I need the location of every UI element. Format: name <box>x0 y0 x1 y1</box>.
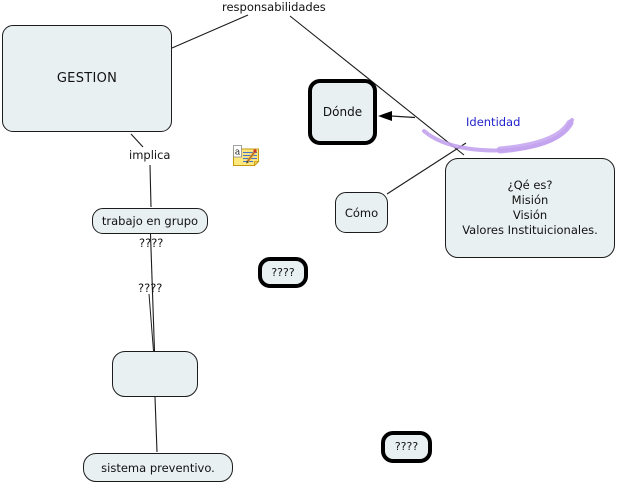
annotation-note-icon[interactable]: a <box>232 145 260 167</box>
node-que-es-line4: Valores Instituicionales. <box>462 223 598 237</box>
linking-phrase-implica[interactable]: implica <box>129 148 171 162</box>
line-como-to-identidad <box>386 142 467 195</box>
node-unknown-middle[interactable]: ???? <box>258 257 308 288</box>
arrowhead-into-donde-icon <box>378 111 392 121</box>
node-que-es-line2: Misión <box>511 193 549 207</box>
annotation-letter-box <box>233 145 242 158</box>
node-donde[interactable]: Dónde <box>308 79 377 145</box>
node-que-es-line3: Visión <box>512 208 548 222</box>
annotation-note-fold <box>254 161 260 167</box>
line-gestion-to-responsabilidades <box>171 14 249 49</box>
line-implica-to-trabajo <box>149 164 152 208</box>
identidad-highlight-swoosh-thick-end <box>496 119 574 154</box>
line-trabajo-to-empty-node <box>149 233 156 352</box>
node-que-es-line1: ¿Qé es? <box>507 178 553 192</box>
pencil-tip <box>246 160 249 164</box>
node-sistema-preventivo[interactable]: sistema preventivo. <box>83 453 233 482</box>
node-gestion[interactable]: GESTION <box>2 25 172 132</box>
node-trabajo-en-grupo[interactable]: trabajo en grupo <box>92 208 208 234</box>
node-trabajo-en-grupo-label: trabajo en grupo <box>101 214 199 228</box>
linking-phrase-question1[interactable]: ???? <box>139 236 164 250</box>
node-empty[interactable] <box>112 351 198 397</box>
pencil-eraser <box>253 149 257 153</box>
node-que-es[interactable]: ¿Qé es? Misión Visión Valores Instituici… <box>445 158 615 258</box>
node-unknown-middle-label: ???? <box>271 265 295 279</box>
node-gestion-label: GESTION <box>56 70 118 86</box>
node-unknown-bottom-label: ???? <box>394 440 419 453</box>
line-empty-to-sistema <box>154 396 158 453</box>
pencil-edge <box>247 151 255 162</box>
node-como[interactable]: Cómo <box>335 192 388 233</box>
node-como-label: Cómo <box>344 205 379 220</box>
line-question2-to-empty-node <box>148 293 154 352</box>
node-que-es-text: ¿Qé es? Misión Visión Valores Instituici… <box>462 178 598 238</box>
line-responsabilidades-to-quees-node <box>289 15 465 156</box>
arrow-line-to-donde <box>390 115 416 119</box>
linking-phrase-responsabilidades[interactable]: responsabilidades <box>222 0 326 14</box>
linking-phrase-identidad[interactable]: Identidad <box>466 115 521 129</box>
node-sistema-preventivo-label: sistema preventivo. <box>101 460 215 475</box>
linking-phrase-question2[interactable]: ???? <box>138 281 163 295</box>
annotation-letter-a: a <box>235 148 241 158</box>
line-gestion-to-implica <box>130 133 144 148</box>
node-donde-label: Dónde <box>322 105 363 119</box>
node-unknown-bottom[interactable]: ???? <box>381 431 432 463</box>
